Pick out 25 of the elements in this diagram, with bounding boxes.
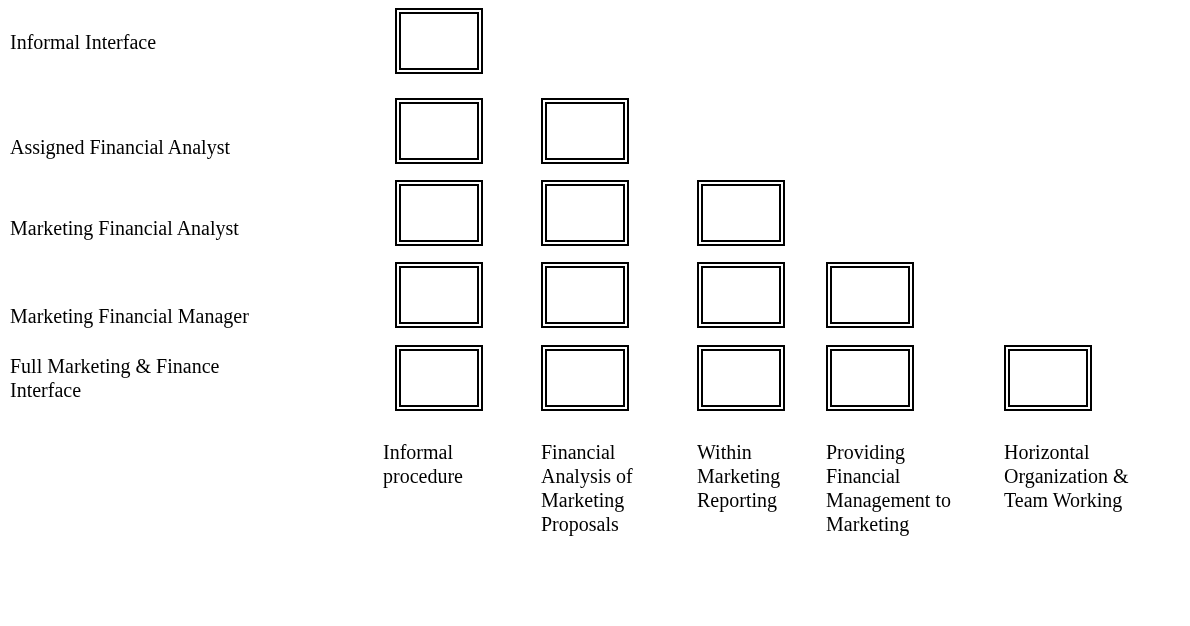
row-label: Marketing Financial Analyst	[10, 216, 240, 240]
empty-box	[395, 98, 483, 164]
empty-box	[697, 180, 785, 246]
empty-box	[395, 8, 483, 74]
empty-box	[395, 262, 483, 328]
column-label: Financial Analysis of Marketing Proposals	[541, 440, 634, 536]
empty-box	[541, 98, 629, 164]
empty-box	[541, 262, 629, 328]
empty-box	[826, 262, 914, 328]
row-label: Full Marketing & Finance Interface	[10, 354, 221, 402]
empty-box	[1004, 345, 1092, 411]
column-label: Providing Financial Management to Marketing	[826, 440, 951, 536]
row-label: Informal Interface	[10, 30, 157, 54]
column-label: Within Marketing Reporting	[697, 440, 782, 512]
empty-box	[395, 180, 483, 246]
row-label: Assigned Financial Analyst	[10, 135, 231, 159]
empty-box	[826, 345, 914, 411]
row-label: Marketing Financial Manager	[10, 304, 250, 328]
empty-box	[541, 180, 629, 246]
column-label: Horizontal Organization & Team Working	[1004, 440, 1130, 512]
empty-box	[697, 345, 785, 411]
empty-box	[395, 345, 483, 411]
empty-box	[541, 345, 629, 411]
column-label: Informal procedure	[383, 440, 464, 488]
empty-box	[697, 262, 785, 328]
